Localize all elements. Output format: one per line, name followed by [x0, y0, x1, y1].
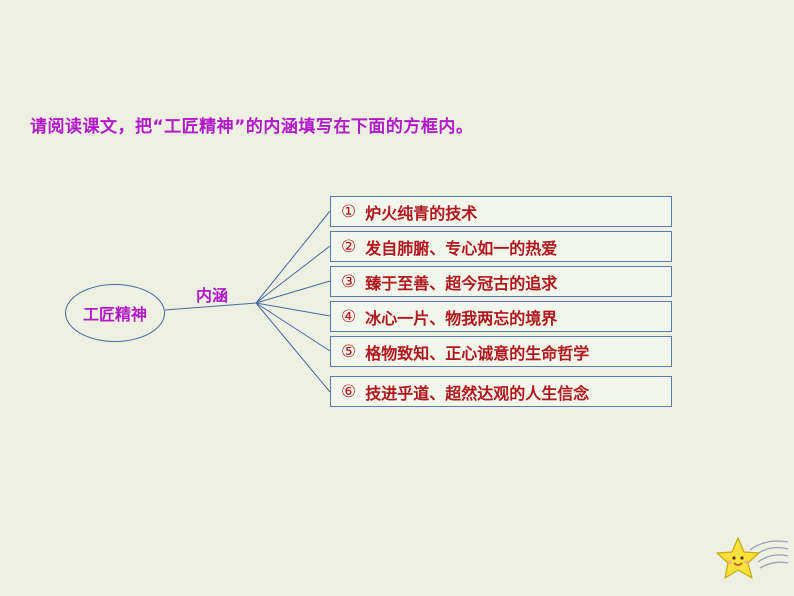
connector-6	[255, 302, 331, 393]
connector-5	[255, 302, 331, 352]
connector-2	[255, 245, 331, 304]
connector-1	[255, 210, 331, 304]
item-text: 炉火纯青的技术	[365, 203, 478, 223]
root-connector	[164, 302, 257, 311]
item-text: 发自肺腑、专心如一的热爱	[365, 238, 558, 258]
item-box-1: ① 炉火纯青的技术	[330, 196, 672, 227]
item-number: ④	[341, 306, 357, 327]
connector-4	[255, 302, 331, 317]
item-number: ③	[341, 271, 357, 292]
item-number: ②	[341, 236, 357, 257]
connector-3	[255, 280, 331, 304]
item-number: ①	[341, 201, 357, 222]
star-mascot-icon	[716, 537, 789, 579]
item-box-4: ④ 冰心一片、物我两忘的境界	[330, 301, 672, 332]
item-box-2: ② 发自肺腑、专心如一的热爱	[330, 231, 672, 262]
branch-label: 内涵	[196, 286, 229, 305]
item-box-6: ⑥ 技进乎道、超然达观的人生信念	[330, 376, 672, 407]
item-text: 冰心一片、物我两忘的境界	[365, 308, 558, 328]
item-text: 格物致知、正心诚意的生命哲学	[365, 343, 590, 363]
item-box-3: ③ 臻于至善、超今冠古的追求	[330, 266, 672, 297]
item-text: 技进乎道、超然达观的人生信念	[365, 383, 590, 403]
item-number: ⑤	[341, 341, 357, 362]
instruction-text: 请阅读课文，把“工匠精神”的内涵填写在下面的方框内。	[30, 117, 474, 137]
item-box-5: ⑤ 格物致知、正心诚意的生命哲学	[330, 336, 672, 367]
root-node: 工匠精神	[65, 284, 165, 342]
item-number: ⑥	[341, 381, 357, 402]
item-text: 臻于至善、超今冠古的追求	[365, 273, 558, 293]
